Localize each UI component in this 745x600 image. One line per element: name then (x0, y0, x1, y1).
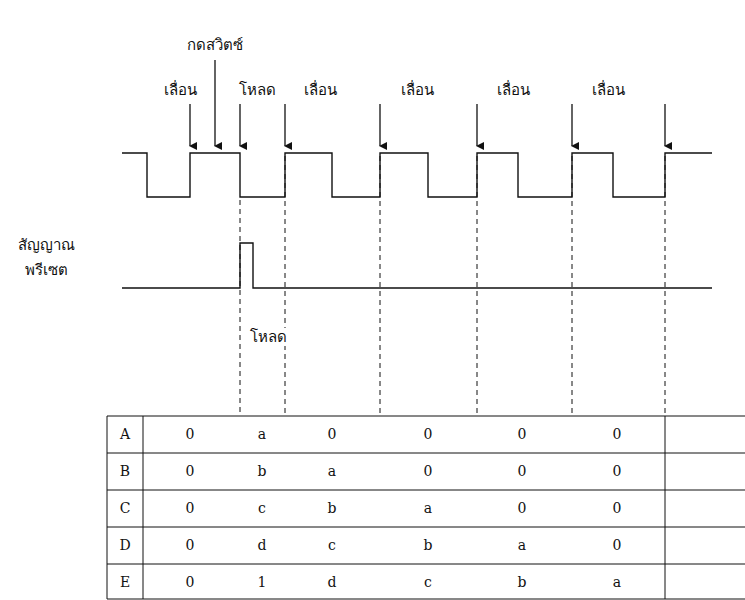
table-cell: 0 (611, 426, 624, 443)
event-arrows (190, 60, 665, 146)
table-cell: b (516, 574, 529, 591)
table-cell: a (611, 574, 623, 591)
event-label: เลื่อน (590, 81, 627, 99)
preset-signal (122, 243, 712, 288)
event-label: เลื่อน (302, 81, 339, 99)
table-cell: 0 (184, 463, 197, 480)
table-cell: a (256, 426, 268, 443)
table-cell: 0 (516, 500, 529, 517)
table-cell: 0 (611, 463, 624, 480)
event-label: โหลด (237, 81, 278, 99)
table-cell: c (326, 537, 338, 554)
table-cell: 0 (422, 463, 435, 480)
event-label: เลื่อน (162, 81, 199, 99)
table-cell: 0 (184, 426, 197, 443)
table-cell: a (422, 500, 434, 517)
table-cell: d (256, 537, 269, 554)
table-cell: a (516, 537, 528, 554)
event-label: กดสวิตซ์ (185, 36, 245, 54)
row-name: A (118, 426, 132, 443)
table-cell: 0 (611, 500, 624, 517)
table-cell: 0 (184, 574, 197, 591)
table-cell: b (256, 463, 269, 480)
table-cell: c (256, 500, 268, 517)
event-label: เลื่อน (495, 81, 532, 99)
event-label: โหลด (248, 328, 289, 346)
table-cell: 0 (516, 463, 529, 480)
table-cell: a (326, 463, 338, 480)
table-cell: 0 (611, 537, 624, 554)
row-name: D (117, 537, 132, 554)
table-cell: 0 (184, 500, 197, 517)
table-cell: c (422, 574, 434, 591)
event-label: เลื่อน (399, 81, 436, 99)
time-markers (240, 156, 665, 416)
table-cell: 0 (184, 537, 197, 554)
table-cell: b (326, 500, 339, 517)
signal-name: สัญญาณ พรีเซต (13, 233, 79, 283)
row-name: B (118, 463, 132, 480)
row-name: C (118, 500, 133, 517)
row-name: E (118, 574, 132, 591)
table-cell: 0 (326, 426, 339, 443)
table-cell: 1 (256, 574, 269, 591)
table-cell: 0 (422, 426, 435, 443)
clock-waveform (122, 153, 712, 197)
table-grid (107, 416, 745, 599)
table-cell: b (422, 537, 435, 554)
table-cell: d (326, 574, 339, 591)
table-cell: 0 (516, 426, 529, 443)
